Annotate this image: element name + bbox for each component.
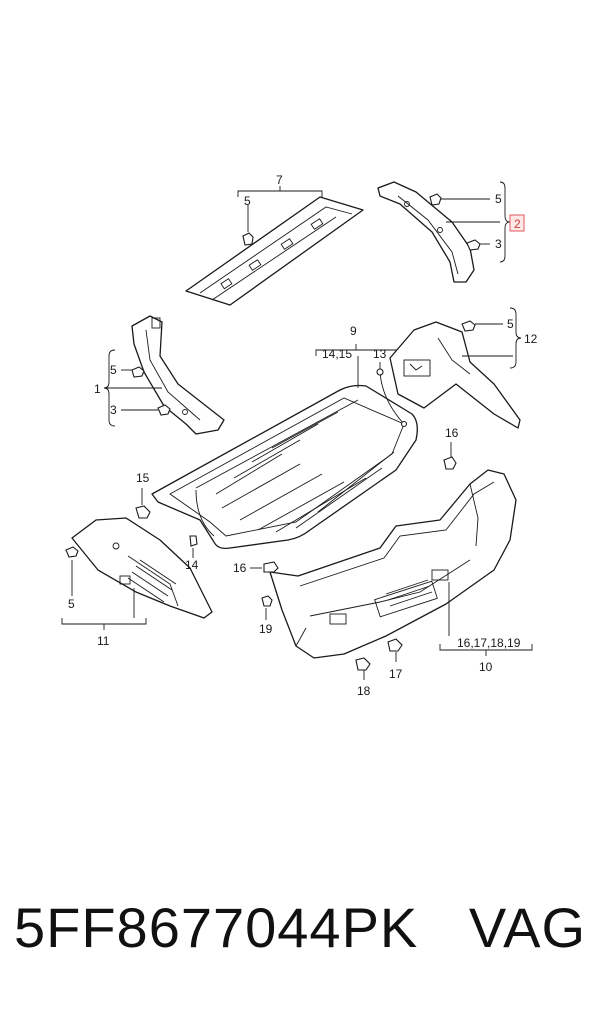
callout-13: 13 xyxy=(373,347,387,361)
callout-16-17-18-19: 16,17,18,19 xyxy=(457,636,521,650)
callout-11: 11 xyxy=(97,634,110,648)
clip-5-left-side xyxy=(65,546,79,558)
callout-5: 5 xyxy=(507,317,514,331)
callout-14: 14 xyxy=(185,558,199,572)
clip-18 xyxy=(355,657,371,671)
upper-trim-strip xyxy=(185,196,364,306)
callout-18: 18 xyxy=(357,684,371,698)
parts-diagram: 7 5 5 3 2 5 12 9 14,15 13 5 1 3 16 15 14… xyxy=(61,173,538,698)
callout-17: 17 xyxy=(389,667,403,681)
left-side-trim xyxy=(71,517,213,619)
clip-16-upper xyxy=(443,456,457,470)
clip-5-right xyxy=(429,193,442,206)
callout-12: 12 xyxy=(524,332,538,346)
clip-16-lower xyxy=(263,561,279,573)
part-number: 5FF8677044PK xyxy=(14,896,419,959)
clip-3-right xyxy=(466,239,481,251)
callout-5: 5 xyxy=(244,194,251,208)
bracket-12 xyxy=(509,307,522,369)
callout-7: 7 xyxy=(276,173,283,187)
brand-name: VAG xyxy=(468,896,586,959)
callout-2: 2 xyxy=(514,217,521,231)
callout-16: 16 xyxy=(233,561,247,575)
exploded-view-drawing: 7 5 5 3 2 5 12 9 14,15 13 5 1 3 16 15 14… xyxy=(61,173,538,698)
bracket-1 xyxy=(103,349,116,427)
parcel-shelf xyxy=(151,384,418,550)
callout-10: 10 xyxy=(479,660,493,674)
clip-3-left xyxy=(157,404,171,416)
footer: 5FF8677044PK VAG xyxy=(0,895,600,985)
bracket-11 xyxy=(61,618,147,625)
callout-16: 16 xyxy=(445,426,459,440)
callout-14-15: 14,15 xyxy=(322,347,352,361)
callout-3: 3 xyxy=(495,237,502,251)
clip-5-upper xyxy=(242,232,254,246)
callout-19: 19 xyxy=(259,622,273,636)
callout-5: 5 xyxy=(110,363,117,377)
clip-14 xyxy=(189,535,198,547)
callout-5: 5 xyxy=(68,597,75,611)
clip-17 xyxy=(387,638,403,652)
support-cord-13 xyxy=(376,368,408,428)
callout-15: 15 xyxy=(136,471,150,485)
right-side-trim xyxy=(389,321,521,429)
clip-19 xyxy=(261,595,273,607)
callout-3: 3 xyxy=(110,403,117,417)
tailgate-trim-panel xyxy=(269,469,517,659)
callout-5: 5 xyxy=(495,192,502,206)
clip-15 xyxy=(135,505,151,519)
right-pillar-trim xyxy=(377,181,475,283)
callout-1: 1 xyxy=(94,382,101,396)
left-pillar-trim xyxy=(131,315,225,435)
callout-9: 9 xyxy=(350,324,357,338)
clip-5-left xyxy=(131,366,145,378)
clip-5-right-side xyxy=(461,320,476,332)
